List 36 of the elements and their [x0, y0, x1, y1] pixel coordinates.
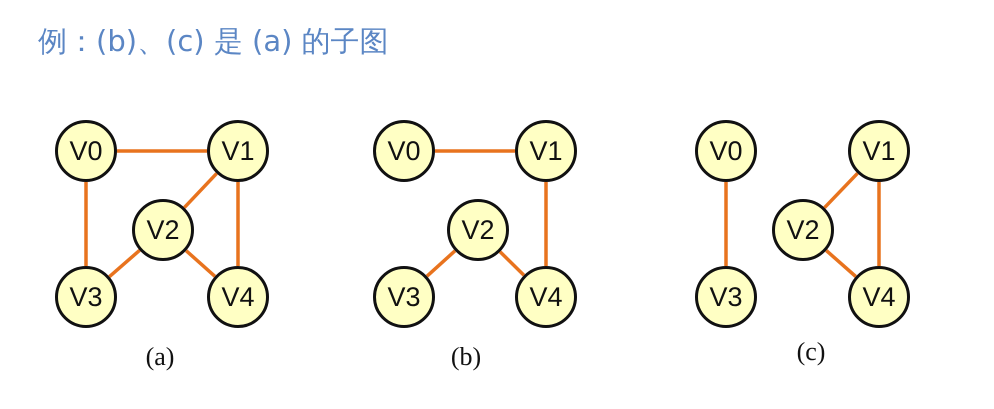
edge-line [724, 182, 728, 266]
edge-line [426, 250, 456, 278]
vertex-label: V0 [387, 136, 421, 166]
edge-line [877, 182, 881, 266]
graph-caption: (b) [450, 342, 482, 372]
edge-line [498, 250, 526, 276]
vertex-label: V1 [221, 136, 255, 166]
edge-line [84, 182, 88, 266]
vertex-label: V2 [786, 214, 820, 246]
vertex-circle [447, 199, 509, 261]
graph-caption: (c) [796, 337, 826, 367]
vertex-circle [132, 199, 194, 261]
vertex-label: V2 [146, 214, 180, 246]
vertex-label: V3 [709, 282, 743, 312]
vertex-label: V1 [529, 136, 563, 166]
vertex-label: V4 [862, 282, 896, 312]
vertex-label: V2 [461, 214, 495, 246]
edge-line [183, 172, 218, 209]
edge-line [825, 249, 857, 278]
edge-line [544, 182, 548, 266]
edge-line [435, 149, 515, 153]
vertex-label: V0 [709, 136, 743, 166]
vertex-label: V1 [862, 136, 896, 166]
vertex-label: V0 [69, 136, 103, 166]
edge-line [823, 172, 859, 209]
vertex-label: V3 [387, 282, 421, 312]
vertex-label: V4 [221, 282, 255, 312]
edge-line [184, 249, 216, 278]
vertex-label: V3 [69, 282, 103, 312]
title: 例：(b)、(c) 是 (a) 的子图 [38, 23, 389, 60]
vertex-circle [772, 199, 834, 261]
edge-line [236, 182, 240, 266]
edge-line [108, 249, 141, 278]
edge-line [117, 149, 207, 153]
graph-caption: (a) [146, 342, 174, 372]
vertex-label: V4 [529, 282, 563, 312]
